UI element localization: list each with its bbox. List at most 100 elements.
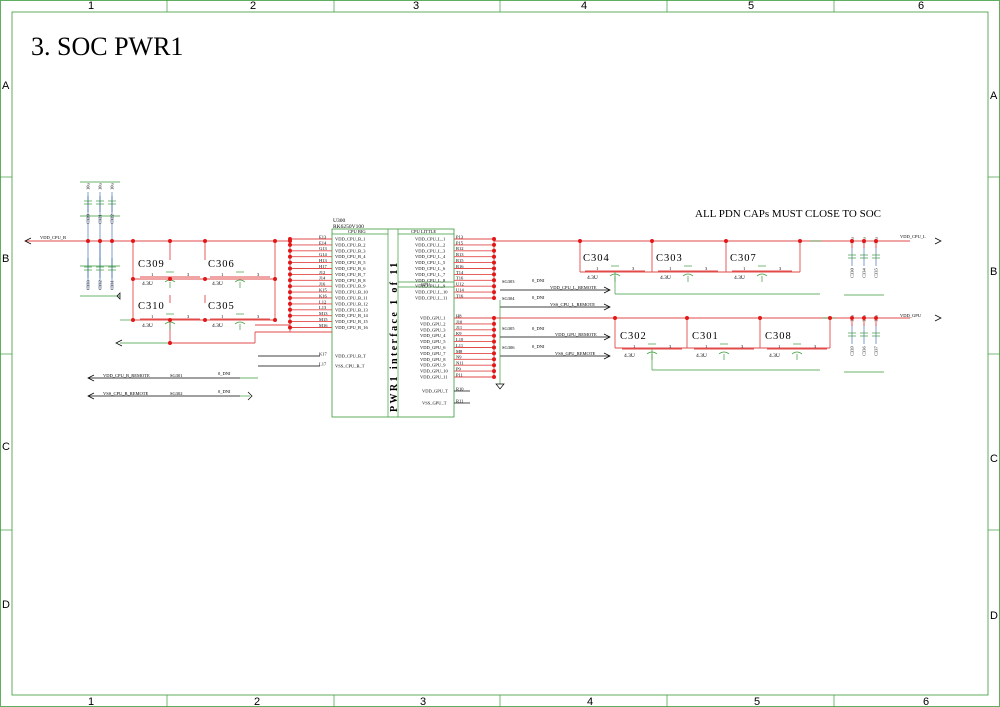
junction-dot xyxy=(874,239,878,243)
shunt-value: 0_DNI xyxy=(532,344,545,349)
col-label: 1 xyxy=(88,0,94,12)
ic-block-header: GPU xyxy=(421,282,431,287)
cap-value: 10u xyxy=(86,183,91,191)
junction-dot xyxy=(288,313,292,318)
junction-dot xyxy=(492,327,496,332)
cap-ref: C333 xyxy=(86,279,91,290)
junction-dot xyxy=(758,316,762,320)
pin-name: VDD_GPU_6 xyxy=(420,345,446,350)
row-label: A xyxy=(2,80,10,92)
capacitor-c301: C301 1 3 4.3U xyxy=(692,331,754,360)
cap-ref: C302 xyxy=(620,331,647,342)
cap-plate xyxy=(791,351,803,355)
junction-dot xyxy=(288,254,292,259)
row-labels: A B C D A B C D xyxy=(2,80,998,622)
pin-number: P11 xyxy=(456,372,463,377)
row-label: D xyxy=(2,599,10,611)
ic-ref: U300 xyxy=(333,218,345,224)
row-label: B xyxy=(990,266,997,278)
junction-dot xyxy=(131,318,135,322)
cap-plate xyxy=(234,279,246,283)
junction-dot xyxy=(850,316,854,320)
col-label: 2 xyxy=(254,696,260,707)
cap-pin: 1 xyxy=(743,266,745,271)
col-label: 4 xyxy=(581,0,587,12)
cap-ref: C305 xyxy=(208,301,235,312)
cpu-b-remote-sense: VDD_CPU_B_REMOTE VSS_CPU_B_REMOTE SG301 … xyxy=(87,355,320,401)
pin-number: M15 xyxy=(319,317,328,322)
junction-dot xyxy=(492,290,496,295)
page-title: 3. SOC PWR1 xyxy=(31,32,183,61)
shunt-ref: SG303 xyxy=(502,279,515,284)
cap-pin: 3 xyxy=(257,272,260,277)
pin-name: VDD_CPU_B_6 xyxy=(335,266,366,271)
cap-ref: C303 xyxy=(656,253,683,264)
pin-number: T16 xyxy=(456,276,464,281)
cap-pin: 1 xyxy=(705,344,707,349)
row-label: B xyxy=(2,253,9,265)
net-label: VDD_CPU_L xyxy=(900,234,926,239)
shunt-value: 0_DNI xyxy=(218,371,231,376)
pin-name: VDD_GPU_4 xyxy=(420,333,446,338)
cap-ref: C330 xyxy=(850,267,855,278)
pin-name: VDD_GPU_5 xyxy=(420,339,446,344)
cap-pin: 1 xyxy=(221,272,223,277)
cap-pin: 3 xyxy=(741,344,744,349)
small-cap-c333: C333 xyxy=(84,258,92,290)
pin-name: VDD_CPU_B_14 xyxy=(335,313,369,318)
wire-junctions xyxy=(86,237,878,379)
junction-dot xyxy=(98,239,102,243)
pin-number: G13 xyxy=(319,246,327,251)
pin-name: VDD_GPU_3 xyxy=(420,327,446,332)
small-caps-right: C33010uC33410uC33510uC33910uC33610uC3371… xyxy=(844,237,884,373)
junction-dot xyxy=(724,239,728,243)
pin-number: R16 xyxy=(456,264,464,269)
cap-ref: C301 xyxy=(692,331,719,342)
shunt-ref: SG302 xyxy=(170,391,183,396)
cap-pin: 1 xyxy=(596,266,598,271)
col-label: 5 xyxy=(748,0,754,12)
row-label: C xyxy=(2,441,10,453)
ic-interface-label: PWR1 interface 1 of 11 xyxy=(389,260,400,412)
junction-dot xyxy=(131,277,135,281)
cap-plate xyxy=(609,273,621,277)
junction-dot xyxy=(492,339,496,344)
column-labels-top: 1 2 3 4 5 6 xyxy=(88,0,924,12)
pin-number: L13 xyxy=(319,305,327,310)
cap-pin: 1 xyxy=(633,344,635,349)
junction-dot xyxy=(492,278,496,283)
net-label: VSS_CPU_B_REMOTE xyxy=(103,391,149,396)
junction-dot xyxy=(86,239,90,243)
pin-number: H13 xyxy=(319,258,327,263)
pin-name: VDD_CPU_B_1 xyxy=(335,237,366,242)
cap-pin: 3 xyxy=(669,344,672,349)
col-label: 3 xyxy=(413,0,419,12)
row-label: D xyxy=(990,610,998,622)
net-label: VDD_CPU_L_REMOTE xyxy=(550,285,597,290)
cap-pin: 3 xyxy=(187,272,190,277)
pin-name: VDD_GPU_T xyxy=(422,389,448,394)
junction-dot xyxy=(492,363,496,368)
cap-ref: C334 xyxy=(862,267,867,278)
cap-value: 4.3U xyxy=(696,353,707,359)
junction-dot xyxy=(288,266,292,271)
pin-name: VDD_CPU_L_1 xyxy=(415,237,445,242)
cap-value: 4.3U xyxy=(142,323,153,329)
cap-value: 10u xyxy=(98,183,103,191)
shunt-ref: SG304 xyxy=(502,296,515,301)
cap-ref: C310 xyxy=(138,301,165,312)
net-label: VDD_GPU xyxy=(900,313,922,318)
shunt-ref: SG306 xyxy=(502,345,515,350)
cap-pin: 1 xyxy=(151,314,153,319)
pin-name: VDD_CPU_B_5 xyxy=(335,260,366,265)
junction-dot xyxy=(492,237,496,241)
junction-dot xyxy=(492,333,496,338)
pin-name: VDD_CPU_B_10 xyxy=(335,290,369,295)
junction-dot xyxy=(288,272,292,277)
junction-dot xyxy=(798,239,802,243)
